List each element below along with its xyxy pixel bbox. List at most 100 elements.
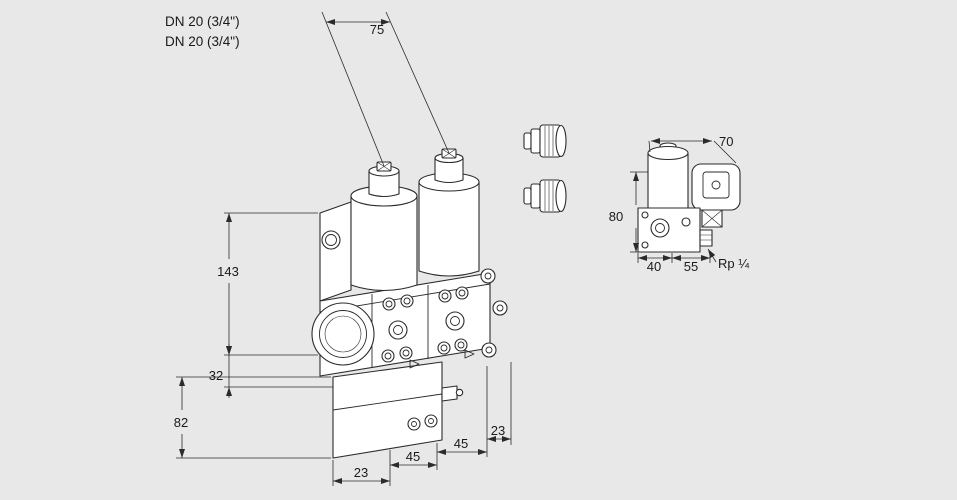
left-pipe-flange [311,302,375,366]
dim-value: 75 [370,22,384,37]
screw-circle [399,346,413,360]
plug-cap [555,179,567,213]
block-screw-inner [411,421,417,427]
dim-82: 82 [174,376,331,459]
screw-circle-inner [402,349,410,357]
extension-line [321,11,385,167]
screw-circle [641,211,649,219]
test-plug [523,179,567,213]
screw-circle-inner [440,344,448,352]
test-point-plugs [523,124,567,213]
screw-circle [437,341,451,355]
bolt-circle [481,342,497,358]
body-face-details [381,286,475,369]
flange-thread [324,315,362,353]
dim-143: 143 [217,212,318,356]
dn-label-outlet: DN 20 (3/4") [165,34,240,49]
dim-value: 45 [406,449,420,464]
coil-top [647,145,689,161]
screw-circle-inner [441,292,449,300]
bolt-circle-inner [485,346,493,354]
screw-circle-inner [385,300,393,308]
screw-circle-inner [384,352,392,360]
bolt-circle-inner [496,304,504,312]
dim-value: 70 [719,134,733,149]
plug-disc [523,187,532,205]
solenoid-coil-right [418,148,480,277]
plug-step [530,183,541,209]
port-circle-inner [450,316,460,326]
thread-port [699,229,713,247]
block-screw [407,417,421,431]
port-circle [650,218,670,238]
screw-circle [455,286,469,300]
extension-line [713,140,737,164]
side-connector-stub [441,385,458,402]
screw-circle [641,241,649,249]
right-flange [480,268,508,358]
thread-label: Rp ¼ [718,256,749,271]
screw-circle [454,338,468,352]
terminal-box-window [702,171,730,199]
port-circle [388,320,408,340]
dim-80: 80 [609,171,648,253]
dim-value: 23 [491,423,505,438]
dim-value: 32 [209,368,223,383]
bolt-circle [480,268,496,284]
thread-port-lines [700,234,712,241]
dim-value: 45 [454,436,468,451]
knurl-lines [544,126,554,156]
coil-body [418,181,480,277]
side-connector-tip [455,388,464,397]
solenoid-coil-left [350,161,418,291]
screw-circle [382,297,396,311]
dim-32: 32 [209,344,333,398]
knurl-lines [544,181,554,211]
dim-value: 143 [217,264,239,279]
dn-labels: DN 20 (3/4") DN 20 (3/4") [165,14,240,49]
screw-circle-inner [458,289,466,297]
port-circle [445,311,465,331]
block-screw-inner [428,418,434,424]
dim-value: 23 [354,465,368,480]
main-view [311,148,508,459]
extension-line [385,11,450,154]
dim-40-55: 40 55 [637,253,711,274]
bolt-circle-inner [484,272,492,280]
block-screw [424,414,438,428]
coil-cap [434,157,464,184]
flow-arrow-icon [409,359,420,369]
din-plug-hatch [701,209,723,228]
terminal-box [691,163,741,211]
screw-circle [681,217,691,227]
side-dimensions: 70 80 40 55 Rp ¼ [609,134,749,274]
screw-circle [381,349,395,363]
port-circle-inner [393,325,403,335]
coil-body [350,195,418,291]
coil-knob-cross [376,161,392,172]
leader-line [707,248,717,263]
dim-value: 40 [647,259,661,274]
coil-cap [368,170,400,198]
flange-outer-ring [311,302,375,366]
port-circle-inner [655,223,665,233]
mounting-bracket [319,201,352,302]
plug-disc [523,132,532,150]
terminal-box-gland [711,180,721,190]
extension-line [648,140,651,153]
screw-circle-inner [403,297,411,305]
flow-arrow-icon [464,349,475,359]
plug-step [530,128,541,154]
lower-body-block [332,361,464,459]
coil-knob-cross [441,148,457,159]
main-dimensions: 75 143 32 82 [174,11,512,486]
dim-bottom-chain: 23 45 45 23 [332,362,512,486]
block-edge-line [332,393,443,411]
bracket-hole-outer [321,230,341,250]
screw-circle [400,294,414,308]
block-face [332,361,443,459]
dim-value: 82 [174,415,188,430]
screw-circle-inner [457,341,465,349]
